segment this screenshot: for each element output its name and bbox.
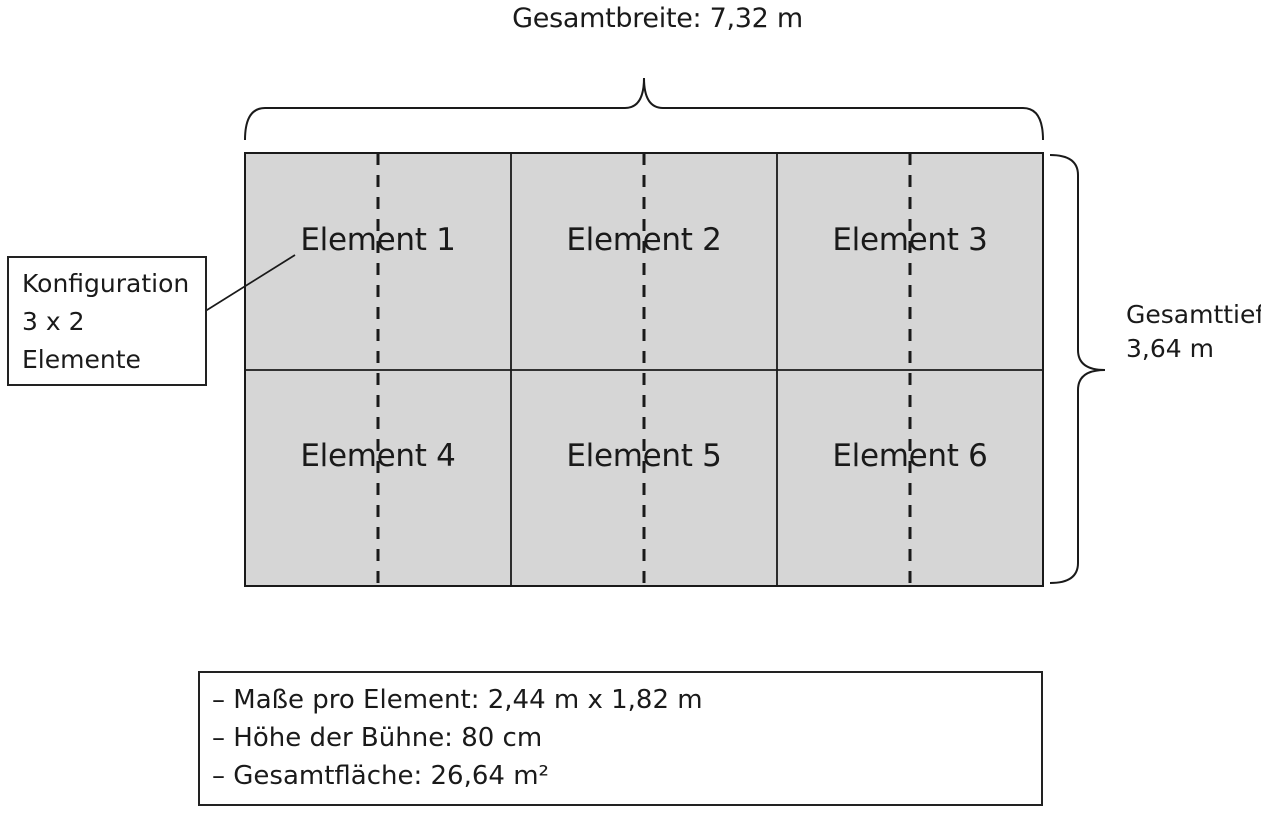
- configuration-grid: 3 x 2: [22, 307, 85, 336]
- info-stage-height: – Höhe der Bühne: 80 cm: [212, 723, 543, 753]
- total-width-label: Gesamtbreite: 7,32 m: [512, 3, 803, 34]
- info-total-area: – Gesamtfläche: 26,64 m²: [212, 761, 549, 791]
- configuration-box: Konfiguration 3 x 2 Elemente: [7, 256, 207, 386]
- depth-brace: [1049, 154, 1106, 584]
- info-box: – Maße pro Element: 2,44 m x 1,82 m – Hö…: [198, 671, 1043, 806]
- element-label-2: Element 2: [566, 222, 722, 258]
- element-label-3: Element 3: [832, 222, 988, 258]
- total-depth-value: 3,64 m: [1126, 334, 1214, 363]
- configuration-unit: Elemente: [22, 345, 141, 374]
- total-depth-title: Gesamttief: [1126, 300, 1261, 329]
- element-label-5: Element 5: [566, 438, 722, 474]
- element-label-4: Element 4: [300, 438, 456, 474]
- configuration-title: Konfiguration: [22, 269, 190, 298]
- element-label-6: Element 6: [832, 438, 988, 474]
- info-dimensions-per-element: – Maße pro Element: 2,44 m x 1,82 m: [212, 685, 703, 715]
- element-label-1: Element 1: [300, 222, 456, 258]
- width-brace: [244, 77, 1044, 141]
- total-depth-label: Gesamttief 3,64 m: [1126, 298, 1261, 366]
